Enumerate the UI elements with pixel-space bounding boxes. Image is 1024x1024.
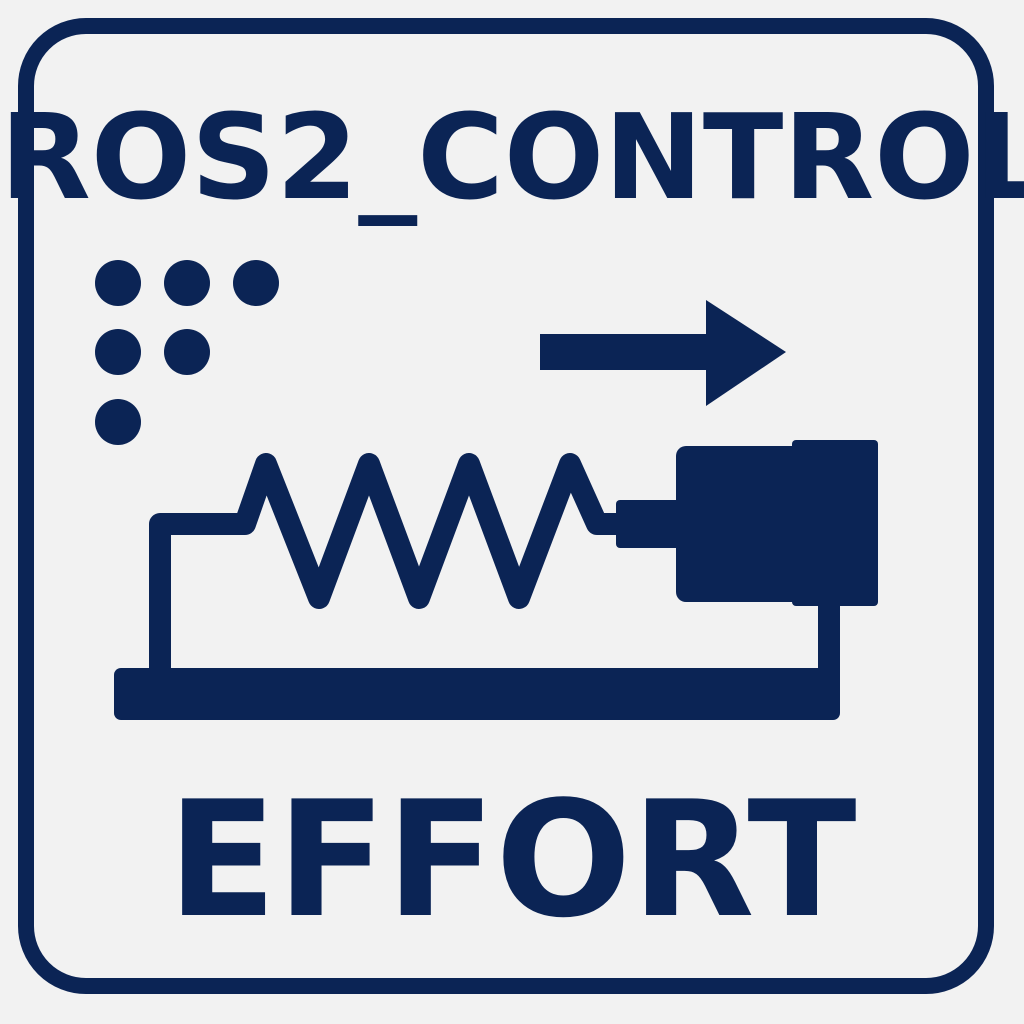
arrow-right-icon xyxy=(540,300,786,406)
icon-title: ROS2_CONTROL xyxy=(0,88,1024,226)
dot-grid-icon xyxy=(95,260,279,445)
actuator-block-icon xyxy=(616,440,878,680)
spring-icon xyxy=(149,453,640,680)
base-plate xyxy=(114,668,840,720)
icon-subtitle: EFFORT xyxy=(167,766,857,953)
